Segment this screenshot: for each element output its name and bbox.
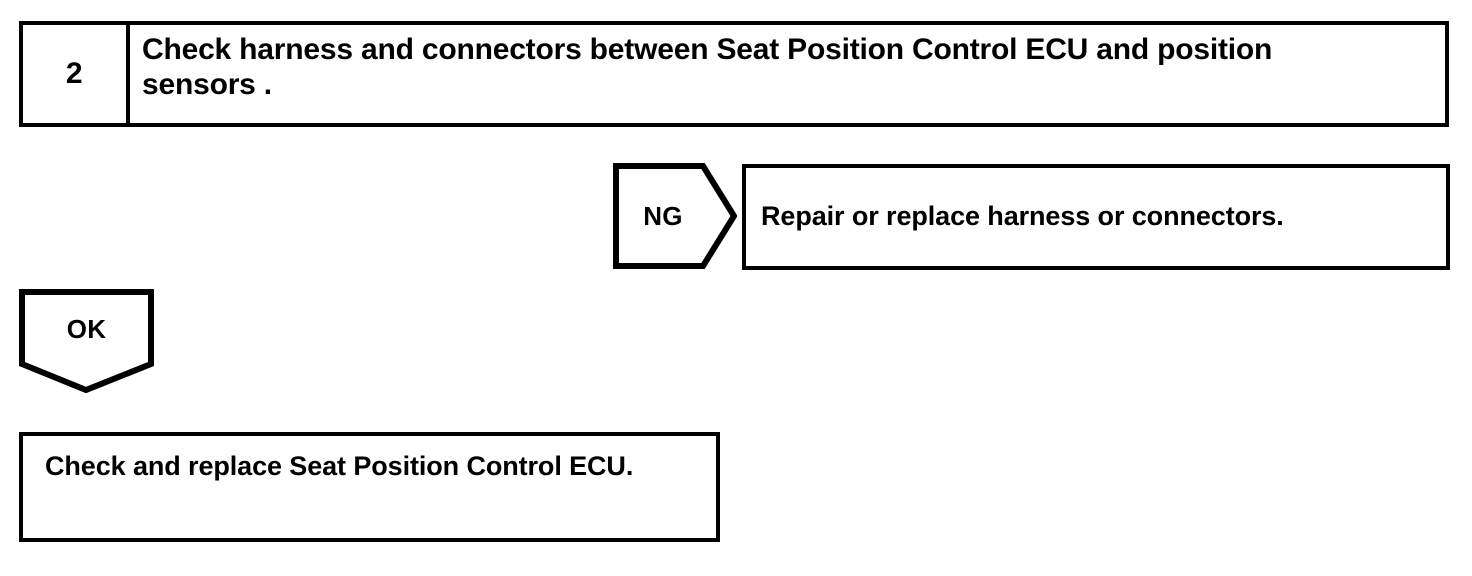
step-instruction-cell: Check harness and connectors between Sea… — [130, 25, 1445, 123]
ng-result-text: Repair or replace harness or connectors. — [761, 201, 1284, 232]
ok-result-box: Check and replace Seat Position Control … — [19, 432, 720, 542]
ng-branch-arrow — [613, 163, 737, 269]
step-number-cell: 2 — [23, 25, 130, 123]
step-number: 2 — [65, 57, 84, 90]
ok-branch-arrow — [19, 289, 154, 393]
ng-branch-label-wrap: NG — [613, 163, 713, 269]
step-row: 2 Check harness and connectors between S… — [19, 21, 1449, 127]
ok-result-text: Check and replace Seat Position Control … — [45, 451, 634, 481]
ng-branch-label: NG — [643, 200, 683, 231]
ok-branch-label: OK — [66, 313, 107, 344]
step-instruction-text: Check harness and connectors between Sea… — [142, 33, 1273, 101]
ng-result-box: Repair or replace harness or connectors. — [742, 164, 1450, 270]
ok-branch-label-wrap: OK — [19, 289, 154, 369]
